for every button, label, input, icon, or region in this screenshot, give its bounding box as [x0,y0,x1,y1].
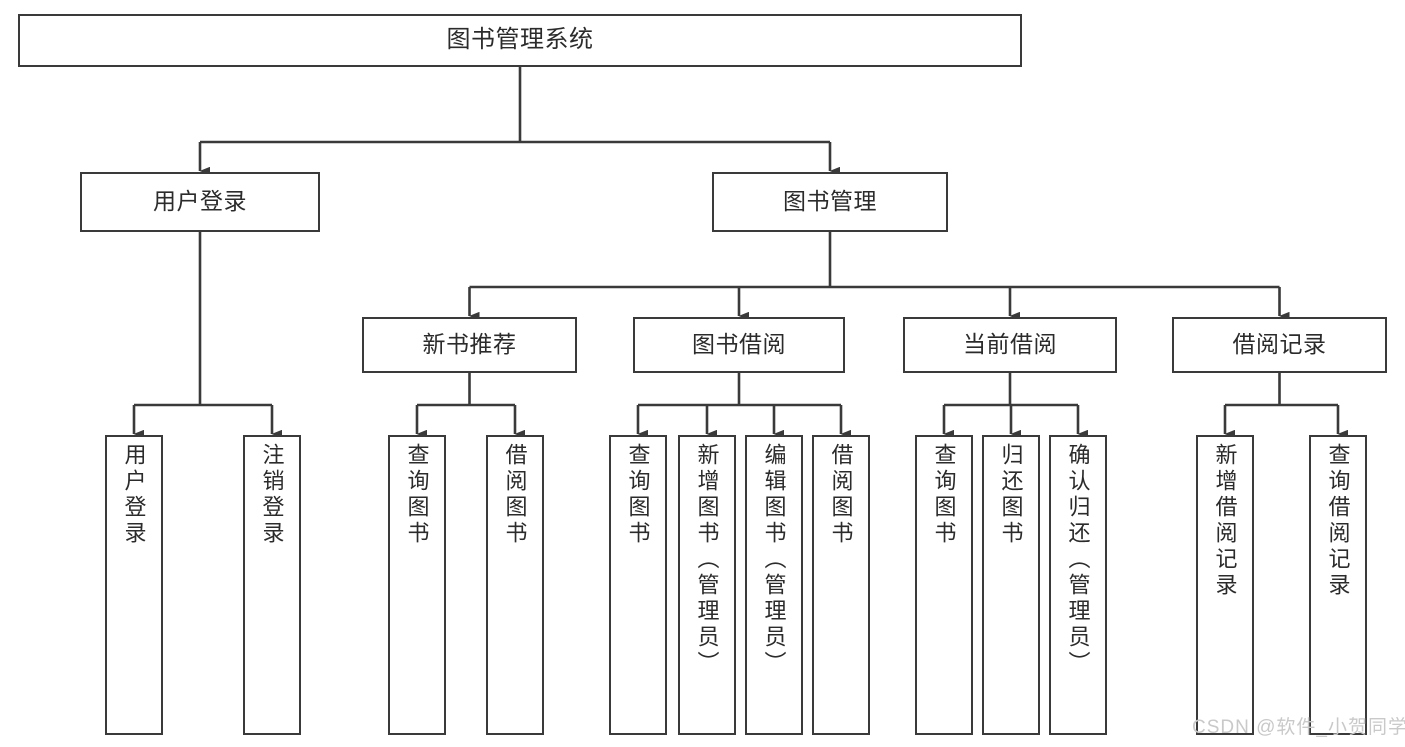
node-leaf-5[interactable]: 查询图书 [609,435,667,735]
node-leaf-3[interactable]: 查询图书 [388,435,446,735]
node-records[interactable]: 借阅记录 [1172,317,1387,373]
node-label: 图书管理系统 [446,26,594,54]
node-root[interactable]: 图书管理系统 [18,14,1022,67]
node-leaf-13[interactable]: 查询借阅记录 [1309,435,1367,735]
node-label: 借阅图书 [502,443,528,547]
node-label: 用户登录 [121,443,147,547]
edge-group [132,67,1348,439]
node-leaf-2[interactable]: 注销登录 [243,435,301,735]
node-label: 图书管理 [783,188,877,215]
node-leaf-9[interactable]: 查询图书 [915,435,973,735]
node-label: 编辑图书（管理员） [761,443,787,677]
node-label: 确认归还（管理员） [1065,443,1091,677]
node-label: 新增借阅记录 [1212,443,1238,599]
node-label: 新书推荐 [422,331,517,358]
node-label: 借阅图书 [828,443,854,547]
node-label: 图书借阅 [692,331,786,358]
node-label: 查询图书 [931,443,957,547]
node-label: 新增图书（管理员） [694,443,720,677]
node-leaf-1[interactable]: 用户登录 [105,435,163,735]
node-label: 当前借阅 [963,331,1057,358]
node-label: 查询图书 [625,443,651,547]
node-login[interactable]: 用户登录 [80,172,320,232]
node-leaf-11[interactable]: 确认归还（管理员） [1049,435,1107,735]
node-leaf-8[interactable]: 借阅图书 [812,435,870,735]
node-leaf-6[interactable]: 新增图书（管理员） [678,435,736,735]
node-newbook[interactable]: 新书推荐 [362,317,577,373]
node-current[interactable]: 当前借阅 [903,317,1117,373]
node-leaf-12[interactable]: 新增借阅记录 [1196,435,1254,735]
node-label: 归还图书 [998,443,1024,547]
node-leaf-7[interactable]: 编辑图书（管理员） [745,435,803,735]
node-label: 查询借阅记录 [1325,443,1351,599]
node-label: 用户登录 [153,188,247,215]
node-label: 注销登录 [259,443,285,547]
node-label: 借阅记录 [1232,331,1327,358]
csdn-watermark: CSDN @软件_小贺同学 [1192,717,1405,738]
node-leaf-4[interactable]: 借阅图书 [486,435,544,735]
node-leaf-10[interactable]: 归还图书 [982,435,1040,735]
node-borrow[interactable]: 图书借阅 [633,317,845,373]
node-label: 查询图书 [404,443,430,547]
node-bookmgmt[interactable]: 图书管理 [712,172,948,232]
